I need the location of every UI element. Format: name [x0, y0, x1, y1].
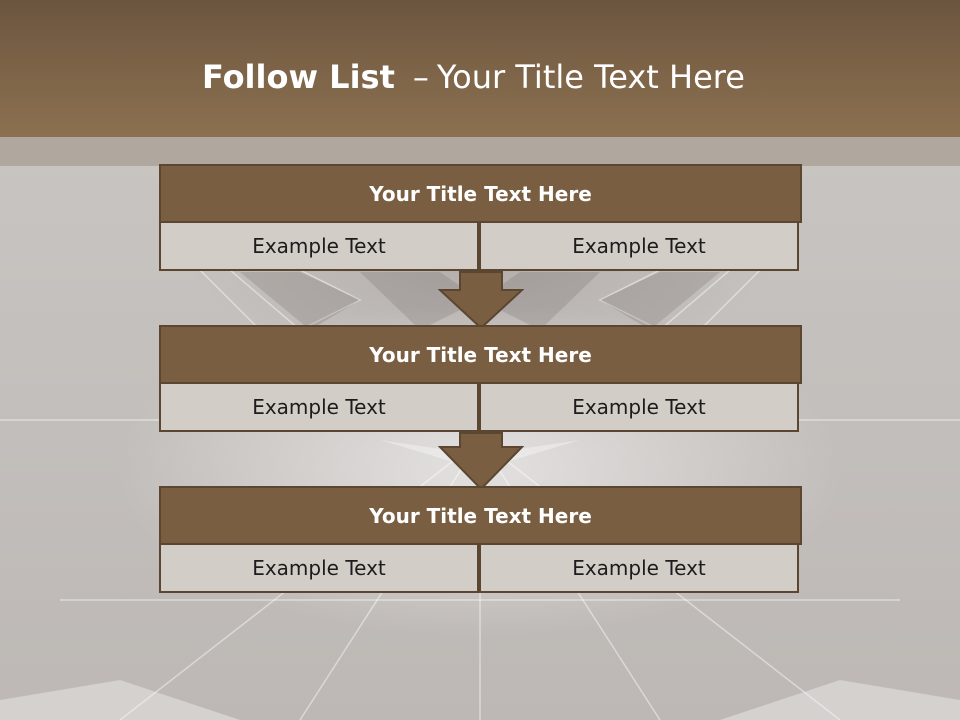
slide-title-rest: Your Title Text Here [436, 58, 745, 96]
block-title: Your Title Text Here [159, 164, 802, 223]
down-arrow-icon [438, 271, 524, 330]
block-left-cell: Example Text [159, 382, 479, 432]
block-title: Your Title Text Here [159, 486, 802, 545]
block-right-cell: Example Text [479, 543, 799, 593]
slide-title-dash: – [412, 58, 429, 96]
block-right-cell: Example Text [479, 382, 799, 432]
slide-title-bold: Follow List [202, 58, 395, 96]
header-band [0, 0, 960, 137]
block-title: Your Title Text Here [159, 325, 802, 384]
slide-title: Follow List–Your Title Text Here [202, 55, 745, 99]
down-arrow-icon [438, 432, 524, 491]
block-right-cell: Example Text [479, 221, 799, 271]
block-left-cell: Example Text [159, 543, 479, 593]
header-strip [0, 137, 960, 166]
block-left-cell: Example Text [159, 221, 479, 271]
